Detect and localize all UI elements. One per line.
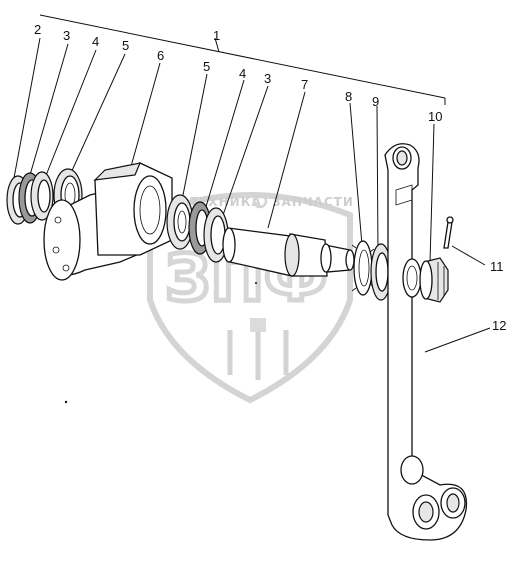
callout-4-right: 4 bbox=[239, 66, 246, 81]
callout-7: 7 bbox=[301, 77, 308, 92]
cotter-pin-11 bbox=[443, 216, 454, 249]
castle-nut-10 bbox=[419, 257, 449, 303]
callout-labels: 1 2 3 4 5 6 5 4 3 7 8 9 10 11 12 bbox=[34, 22, 506, 333]
callout-8: 8 bbox=[345, 89, 352, 104]
seal-ring-3-right bbox=[203, 207, 229, 263]
washer-10 bbox=[402, 258, 422, 298]
callout-3-right: 3 bbox=[264, 71, 271, 86]
callout-11: 11 bbox=[490, 259, 504, 274]
callout-4-left: 4 bbox=[92, 34, 99, 49]
watermark-right-text: ЗАПЧАСТИ bbox=[272, 195, 354, 209]
seal-ring-4 bbox=[30, 171, 54, 221]
leader-lines bbox=[13, 14, 491, 353]
stray-dot bbox=[255, 282, 257, 284]
callout-12: 12 bbox=[492, 318, 506, 333]
lever-arm-12 bbox=[384, 143, 468, 541]
callout-2: 2 bbox=[34, 22, 41, 37]
stray-dot bbox=[64, 400, 68, 404]
callout-6: 6 bbox=[157, 48, 164, 63]
shaft-7 bbox=[222, 227, 355, 277]
callout-3-left: 3 bbox=[63, 28, 70, 43]
callout-5-right: 5 bbox=[203, 59, 210, 74]
watermark-left-text: ТЕХНИКА bbox=[190, 195, 262, 209]
watermark-shield bbox=[147, 192, 353, 404]
callout-9: 9 bbox=[372, 94, 379, 109]
callout-1: 1 bbox=[213, 28, 220, 43]
callout-5-left: 5 bbox=[122, 38, 129, 53]
callout-10: 10 bbox=[428, 109, 442, 124]
lock-washer-8 bbox=[351, 240, 375, 296]
flange-housing-6 bbox=[43, 162, 173, 281]
watermark-wheat-icon bbox=[227, 318, 289, 380]
watermark-gear-icon bbox=[252, 193, 268, 209]
watermark: ТЕХНИКА ЗАПЧАСТИ ЗПФ bbox=[147, 192, 354, 404]
